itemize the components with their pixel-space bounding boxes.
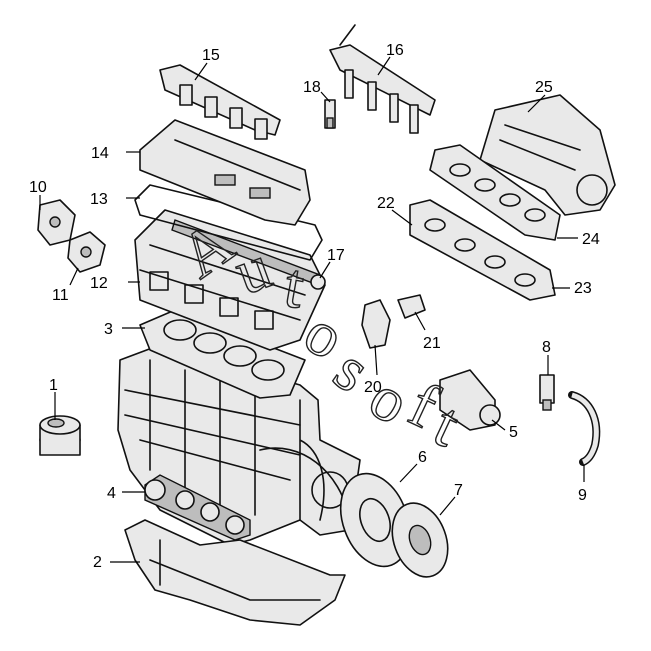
callout-17: 17 <box>327 247 345 264</box>
engine-mount-11 <box>67 231 106 273</box>
leader-lines <box>39 56 585 563</box>
callouts: 1 2 3 4 5 6 7 8 9 10 11 12 13 14 15 16 1… <box>29 42 600 571</box>
callout-21: 21 <box>423 335 441 352</box>
sensor-8 <box>539 374 555 411</box>
callout-10: 10 <box>29 179 47 196</box>
callout-14: 14 <box>91 145 109 162</box>
callout-23: 23 <box>574 280 592 297</box>
callout-25: 25 <box>535 79 553 96</box>
callout-3: 3 <box>104 321 113 338</box>
callout-22: 22 <box>377 195 395 212</box>
intake-manifold <box>479 94 616 216</box>
fuel-rail <box>159 64 281 140</box>
ignition-coil-pack <box>329 24 436 134</box>
callout-5: 5 <box>509 424 518 441</box>
spark-plug <box>324 99 336 129</box>
callout-16: 16 <box>386 42 404 59</box>
callout-2: 2 <box>93 554 102 571</box>
callout-1: 1 <box>49 377 58 394</box>
tensioner-20 <box>361 299 391 349</box>
callout-15: 15 <box>202 47 220 64</box>
oil-pan <box>124 519 346 626</box>
intake-manifold-gasket <box>429 144 561 241</box>
callout-9: 9 <box>578 487 587 504</box>
clutch-disc <box>391 502 449 578</box>
callout-12: 12 <box>90 275 108 292</box>
cylinder-head <box>134 209 326 351</box>
callout-4: 4 <box>107 485 116 502</box>
flywheel <box>339 472 411 568</box>
callout-8: 8 <box>542 339 551 356</box>
callout-18: 18 <box>303 79 321 96</box>
valve-cover-gasket <box>134 184 323 261</box>
hose-9 <box>568 391 601 466</box>
thermostat-housing <box>439 369 501 431</box>
bracket-21 <box>397 294 426 319</box>
callout-24: 24 <box>582 231 600 248</box>
valve-cover <box>139 119 311 226</box>
callout-13: 13 <box>90 191 108 208</box>
oil-filter <box>39 415 81 456</box>
engine-mount-10 <box>37 199 76 246</box>
callout-11: 11 <box>52 287 69 304</box>
callout-20: 20 <box>364 379 382 396</box>
exhaust-manifold <box>409 199 556 301</box>
callout-6: 6 <box>418 449 427 466</box>
crankshaft <box>144 474 251 541</box>
camshaft <box>171 219 326 290</box>
callout-7: 7 <box>454 482 463 499</box>
